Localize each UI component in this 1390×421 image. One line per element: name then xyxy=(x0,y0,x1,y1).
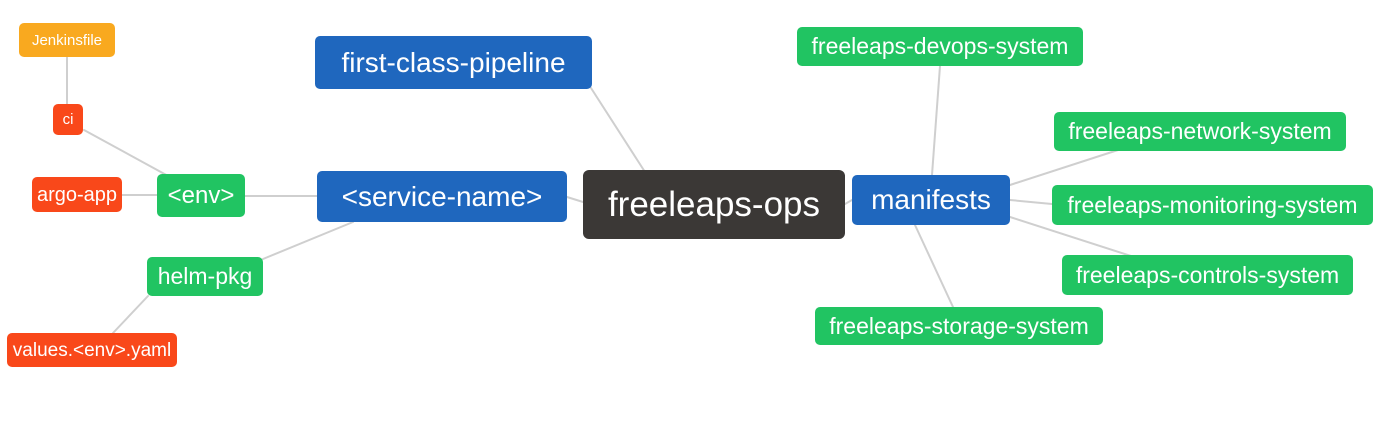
node-freeleaps-network-system[interactable]: freeleaps-network-system xyxy=(1054,112,1346,151)
node-values-env-yaml[interactable]: values.<env>.yaml xyxy=(7,333,177,367)
edge-manifests-network xyxy=(1009,149,1119,186)
node-jenkinsfile[interactable]: Jenkinsfile xyxy=(19,23,115,57)
edge-values-helmpkg xyxy=(112,295,149,334)
edge-manifests-devops xyxy=(931,65,941,176)
edge-pipeline-ops xyxy=(590,87,646,173)
node-env[interactable]: <env> xyxy=(157,174,245,217)
node-service-name[interactable]: <service-name> xyxy=(317,171,567,222)
node-ci[interactable]: ci xyxy=(53,104,83,135)
edge-manifests-storage xyxy=(914,224,954,308)
edge-helmpkg-servicename xyxy=(262,221,354,260)
edge-ci-env xyxy=(83,129,171,178)
node-argo-app[interactable]: argo-app xyxy=(32,177,122,212)
edge-servicename-ops xyxy=(566,196,584,203)
node-freeleaps-ops[interactable]: freeleaps-ops xyxy=(583,170,845,239)
node-freeleaps-devops-system[interactable]: freeleaps-devops-system xyxy=(797,27,1083,66)
edge-manifests-monitoring xyxy=(1009,199,1053,205)
node-freeleaps-monitoring-system[interactable]: freeleaps-monitoring-system xyxy=(1052,185,1373,225)
node-helm-pkg[interactable]: helm-pkg xyxy=(147,257,263,296)
node-freeleaps-controls-system[interactable]: freeleaps-controls-system xyxy=(1062,255,1353,295)
edge-ops-manifests xyxy=(844,199,853,205)
node-manifests[interactable]: manifests xyxy=(852,175,1010,225)
node-freeleaps-storage-system[interactable]: freeleaps-storage-system xyxy=(815,307,1103,345)
node-first-class-pipeline[interactable]: first-class-pipeline xyxy=(315,36,592,89)
